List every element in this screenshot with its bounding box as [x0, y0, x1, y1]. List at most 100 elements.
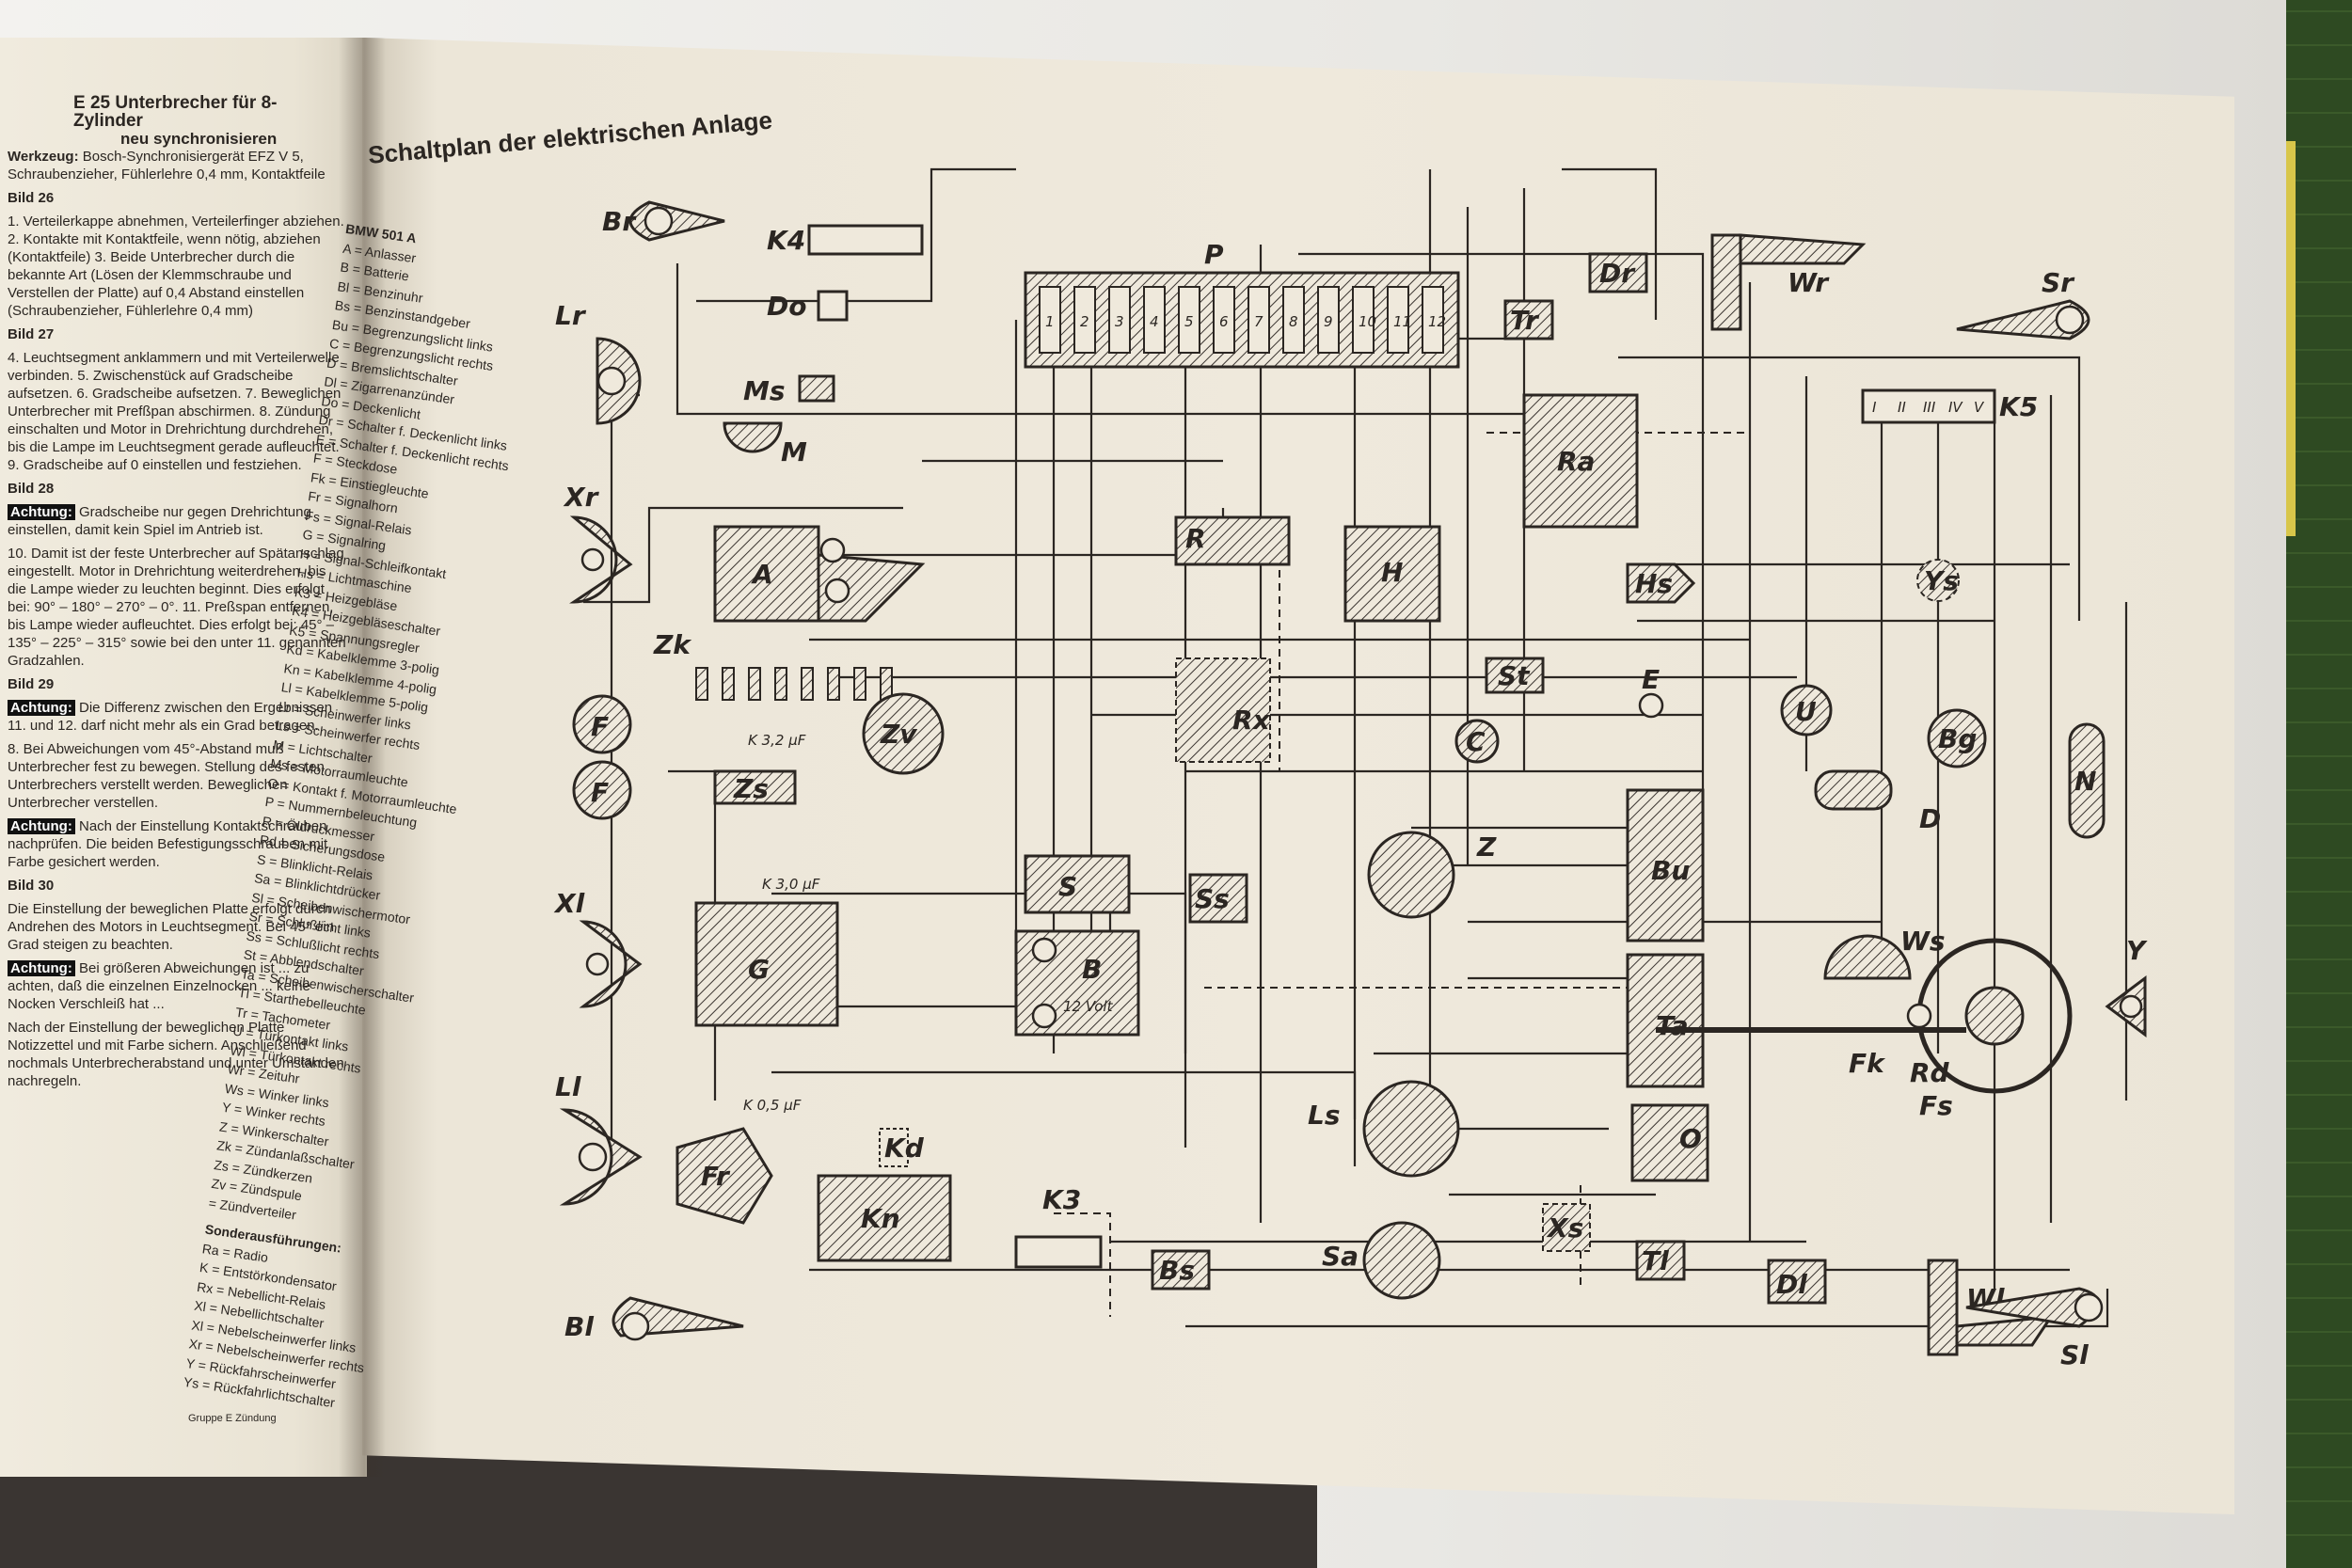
component-K4: K4: [767, 224, 924, 256]
Zv-label: Zv: [880, 719, 917, 750]
Bl-label: Bl: [564, 1311, 594, 1342]
Xs-label: Xs: [1546, 1212, 1583, 1243]
component-Sr: Sr: [1956, 267, 2090, 341]
component-G: G K 3,0 µF: [694, 876, 839, 1027]
D-label: D: [1919, 803, 1941, 834]
fuse: [1352, 286, 1375, 354]
F-lower-label: F: [591, 777, 609, 808]
component-Kd: Kd: [879, 1128, 925, 1167]
component-H: H: [1343, 525, 1441, 623]
O-label: O: [1679, 1123, 1702, 1154]
component-Ta: Ta: [1626, 953, 1705, 1088]
component-Dl: Dl: [1767, 1259, 1827, 1305]
component-Ll: Ll: [555, 1071, 643, 1206]
component-Tr: Tr: [1503, 299, 1554, 341]
component-A: A: [713, 525, 926, 623]
achtung4-text: Bei größeren Abweichungen ist ... zu ach…: [8, 960, 310, 1012]
page-footer: Gruppe E Zündung: [188, 1413, 277, 1424]
k5-terminal: IV: [1948, 399, 1963, 416]
component-Rx: Rx: [1175, 657, 1271, 763]
component-E: E: [1638, 664, 1664, 719]
component-Ys: Ys: [1916, 559, 1960, 602]
St-label: St: [1498, 660, 1531, 691]
component-Zs: Zs K 3,2 µF: [713, 732, 806, 805]
yellow-ruler-edge: [2286, 141, 2296, 536]
Ss-label: Ss: [1195, 883, 1230, 914]
Bg-label: Bg: [1938, 723, 1977, 754]
fuse: [1108, 286, 1131, 354]
component-Xr: Xr: [563, 482, 633, 604]
Lr-label: Lr: [555, 300, 587, 331]
bild29-label: Bild 29: [8, 676, 55, 692]
S-label: S: [1058, 871, 1077, 902]
component-R: R: [1174, 515, 1291, 566]
component-steering-wheel: Fk Rd Fs: [1656, 938, 2073, 1121]
k5-terminal: V: [1974, 399, 1985, 416]
Rd-label: Rd: [1910, 1057, 1950, 1088]
Sa-label: Sa: [1322, 1241, 1359, 1272]
fuse-number: 6: [1219, 313, 1229, 330]
component-F-lower: F: [572, 760, 632, 820]
component-Z: Z: [1367, 831, 1497, 919]
fuse-number: 4: [1150, 313, 1159, 330]
component-Fr: Fr K 0,5 µF: [675, 1097, 802, 1225]
Wr-label: Wr: [1788, 267, 1830, 298]
F-upper-label: F: [591, 711, 609, 742]
fuse: [1422, 286, 1444, 354]
H-label: H: [1381, 557, 1403, 588]
Rx-label: Rx: [1232, 705, 1271, 736]
K3-label: K3: [1042, 1184, 1081, 1215]
fuse: [1039, 286, 1061, 354]
werkzeug-text: Bosch-Synchronisiergerät EFZ V 5, Schrau…: [8, 149, 326, 182]
N-label: N: [2074, 766, 2096, 797]
fuse-number: 7: [1254, 313, 1263, 330]
Kd-label: Kd: [884, 1132, 925, 1164]
achtung1-text: Gradscheibe nur gegen Drehrichtung einst…: [8, 504, 311, 538]
steps-c: 10. Damit ist der feste Unterbrecher auf…: [8, 546, 346, 669]
component-Ra: Ra: [1522, 393, 1639, 529]
component-Bl: Bl: [564, 1296, 744, 1342]
component-Bs: Bs: [1151, 1249, 1211, 1291]
Ys-label: Ys: [1924, 565, 1959, 596]
component-Do: Do: [767, 290, 849, 322]
achtung1-label: Achtung:: [8, 504, 75, 520]
component-Ms: Ms: [743, 374, 835, 406]
fuse: [1143, 286, 1166, 354]
spark-plug: [695, 667, 708, 701]
fuse-number: 12: [1428, 313, 1446, 330]
spark-plug: [774, 667, 787, 701]
Dl-label: Dl: [1776, 1269, 1807, 1300]
fuse-number: 8: [1289, 313, 1298, 330]
Ls-label: Ls: [1308, 1100, 1341, 1131]
component-Zv: Zv: [862, 692, 945, 775]
spark-plug: [801, 667, 814, 701]
bild27-label: Bild 27: [8, 326, 55, 342]
fuse-number: 2: [1080, 313, 1089, 330]
fuse: [1317, 286, 1340, 354]
bild28-label: Bild 28: [8, 481, 55, 497]
component-Xs: Xs: [1542, 1203, 1591, 1252]
Xl-label: Xl: [553, 888, 585, 919]
fuse-number: 11: [1393, 313, 1411, 330]
B-label: B: [1082, 954, 1102, 985]
component-Kn: Kn: [817, 1174, 952, 1262]
Ta-label: Ta: [1656, 1010, 1689, 1041]
spark-plug: [827, 667, 840, 701]
G-label: G: [748, 954, 770, 985]
steps-e: Die Einstellung der beweglichen Platte e…: [8, 901, 335, 953]
cap-k30-label: K 3,0 µF: [762, 876, 820, 893]
fuse-number: 5: [1184, 313, 1194, 330]
K5-label: K5: [1999, 391, 2038, 422]
component-Zk: Zk: [653, 629, 893, 701]
Do-label: Do: [767, 291, 806, 322]
M-label: M: [781, 436, 807, 467]
fuse-number: 10: [1359, 313, 1376, 330]
bild30-label: Bild 30: [8, 878, 55, 894]
fuse: [1213, 286, 1235, 354]
R-label: R: [1185, 523, 1206, 554]
Tr-label: Tr: [1510, 305, 1540, 336]
k5-terminal: III: [1923, 399, 1936, 416]
